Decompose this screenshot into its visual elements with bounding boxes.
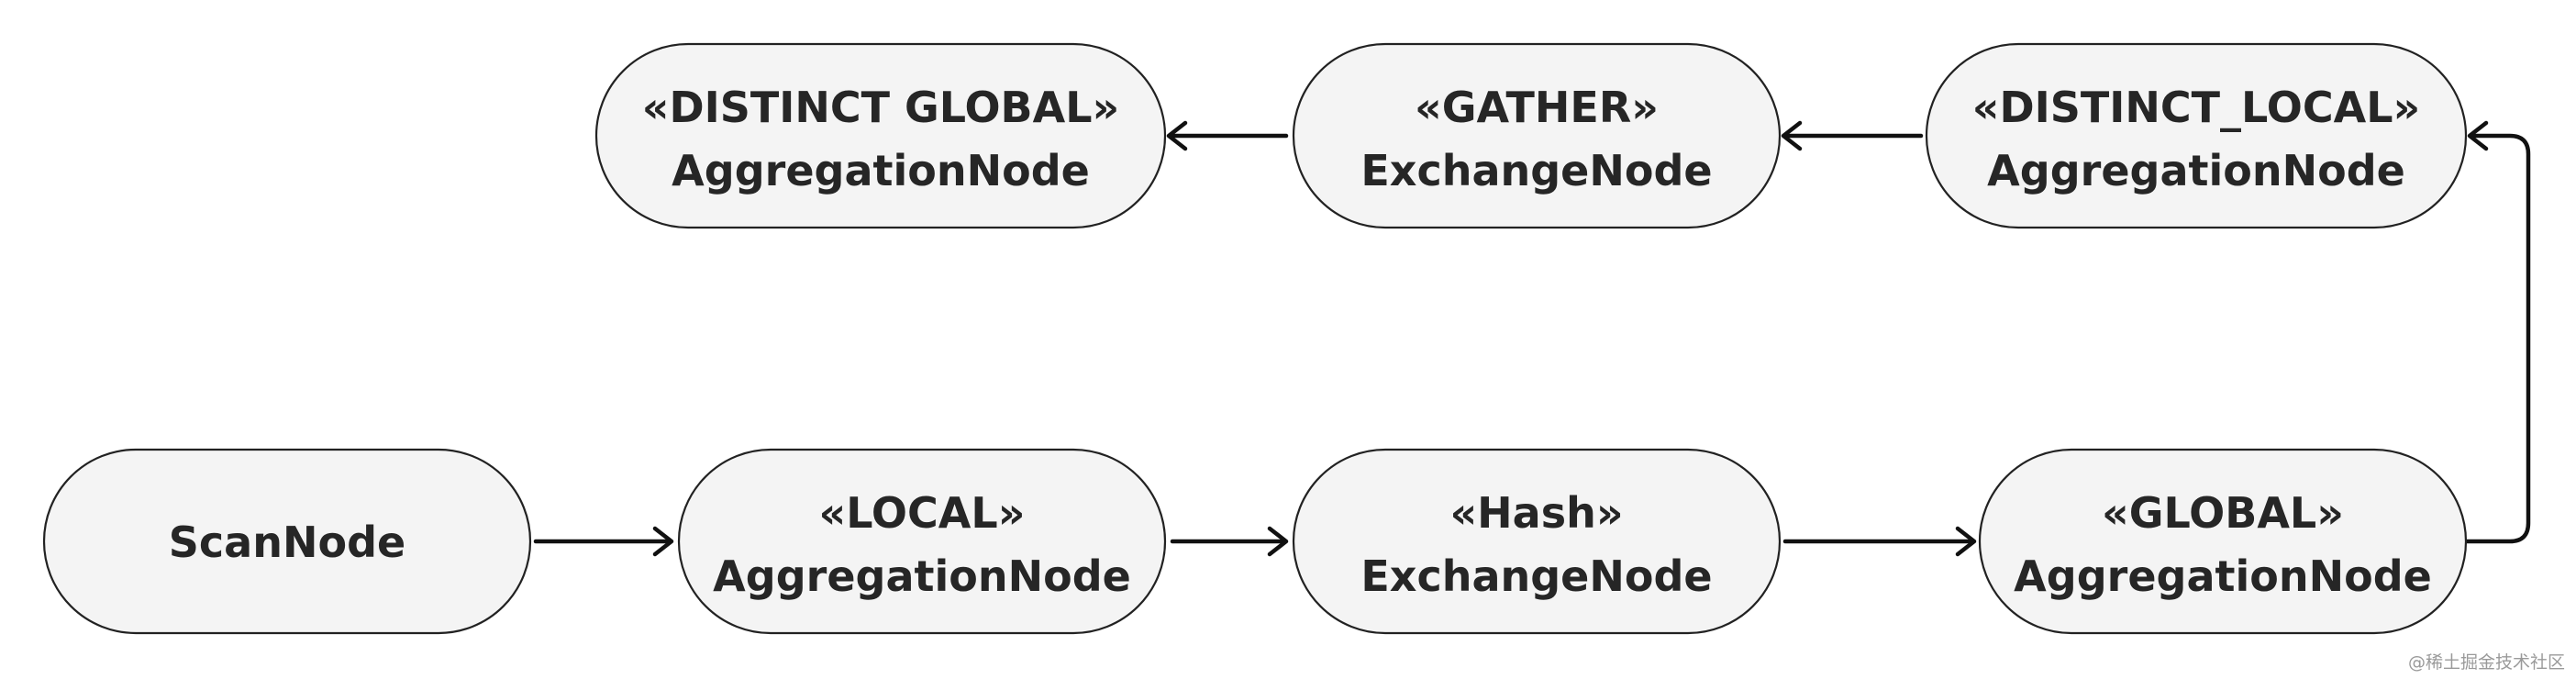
node-local-line2: AggregationNode [713,551,1131,601]
node-gather-line1: «GATHER» [1415,83,1659,132]
node-hash-exchange: «Hash» ExchangeNode [1292,448,1782,635]
node-gather-line2: ExchangeNode [1360,146,1712,195]
edge-local-to-hash [1170,526,1289,557]
edge-global-to-distinct-local [2463,120,2531,544]
watermark-text: @稀土掘金技术社区 [2408,652,2565,673]
node-global-line2: AggregationNode [2014,551,2432,601]
node-hash-line1: «Hash» [1449,488,1623,538]
node-global-line1: «GLOBAL» [2102,488,2344,538]
node-hash-line2: ExchangeNode [1360,551,1712,601]
node-local-line1: «LOCAL» [819,488,1026,538]
edge-distinct-local-to-gather [1781,120,1924,151]
node-distinct-local-line1: «DISTINCT_LOCAL» [1972,83,2420,132]
edge-gather-to-distinct-global [1166,120,1289,151]
node-scan-line1: ScanNode [169,518,405,567]
node-gather-exchange: «GATHER» ExchangeNode [1292,42,1782,229]
edge-scan-to-local [533,526,674,557]
node-distinct-global-line2: AggregationNode [672,146,1090,195]
node-distinct-global-aggregation: «DISTINCT GLOBAL» AggregationNode [594,42,1167,229]
node-distinct-local-aggregation: «DISTINCT_LOCAL» AggregationNode [1925,42,2468,229]
node-local-aggregation: «LOCAL» AggregationNode [677,448,1167,635]
node-scan: ScanNode [42,448,532,635]
node-distinct-local-line2: AggregationNode [1987,146,2405,195]
node-distinct-global-line1: «DISTINCT GLOBAL» [642,83,1120,132]
node-global-aggregation: «GLOBAL» AggregationNode [1978,448,2468,635]
edge-hash-to-global [1782,526,1977,557]
